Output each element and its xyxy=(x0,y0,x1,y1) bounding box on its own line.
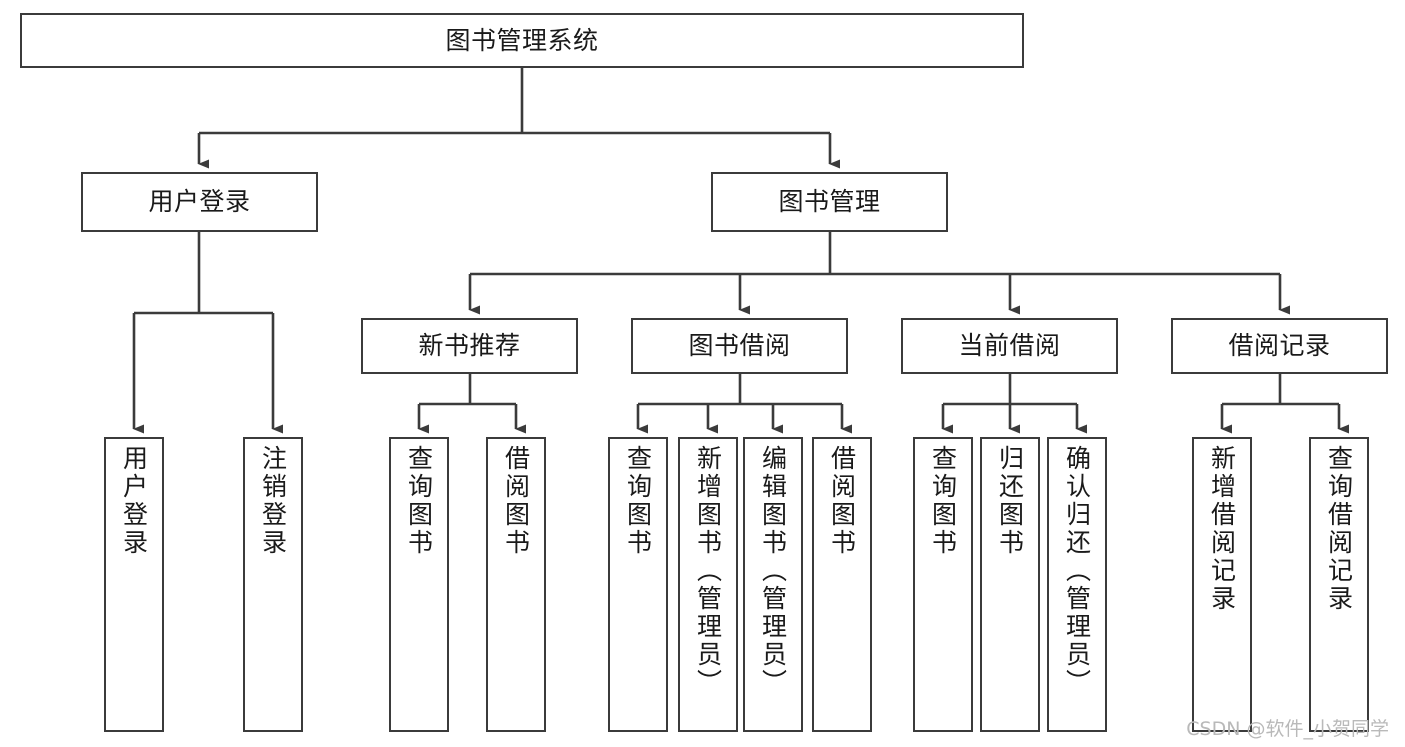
leaf-new-book-query[interactable]: 查询图书 xyxy=(389,437,449,732)
node-label: 图书借阅 xyxy=(688,331,791,360)
node-label: 用户登录 xyxy=(148,187,251,216)
node-new-book-recommend[interactable]: 新书推荐 xyxy=(361,318,578,374)
node-label: 查询图书 xyxy=(928,445,958,557)
node-borrow-record[interactable]: 借阅记录 xyxy=(1171,318,1388,374)
leaf-current-borrow-return[interactable]: 归还图书 xyxy=(980,437,1040,732)
leaf-borrow-record-query[interactable]: 查询借阅记录 xyxy=(1309,437,1369,732)
node-label: 注销登录 xyxy=(258,445,288,557)
node-label: 图书管理 xyxy=(778,187,881,216)
node-label: 查询图书 xyxy=(404,445,434,557)
node-label: 查询借阅记录 xyxy=(1324,445,1354,613)
node-label: 确认归还（管理员） xyxy=(1062,445,1092,697)
node-label: 用户登录 xyxy=(119,445,149,557)
node-book-management[interactable]: 图书管理 xyxy=(711,172,948,232)
leaf-new-book-borrow[interactable]: 借阅图书 xyxy=(486,437,546,732)
node-label: 新增借阅记录 xyxy=(1207,445,1237,613)
node-label: 查询图书 xyxy=(623,445,653,557)
leaf-book-borrow-query[interactable]: 查询图书 xyxy=(608,437,668,732)
node-label: 图书管理系统 xyxy=(445,25,599,55)
leaf-book-borrow-edit[interactable]: 编辑图书（管理员） xyxy=(743,437,803,732)
node-label: 归还图书 xyxy=(995,445,1025,557)
node-label: 新增图书（管理员） xyxy=(693,445,723,697)
watermark: CSDN @软件_小贺同学 xyxy=(1186,718,1389,740)
node-label: 编辑图书（管理员） xyxy=(758,445,788,697)
node-current-borrow[interactable]: 当前借阅 xyxy=(901,318,1118,374)
node-label: 借阅图书 xyxy=(827,445,857,557)
node-user-login[interactable]: 用户登录 xyxy=(81,172,318,232)
node-label: 借阅记录 xyxy=(1228,331,1331,360)
leaf-user-login-login[interactable]: 用户登录 xyxy=(104,437,164,732)
leaf-user-login-logout[interactable]: 注销登录 xyxy=(243,437,303,732)
leaf-borrow-record-add[interactable]: 新增借阅记录 xyxy=(1192,437,1252,732)
node-book-borrow[interactable]: 图书借阅 xyxy=(631,318,848,374)
node-label: 借阅图书 xyxy=(501,445,531,557)
node-label: 新书推荐 xyxy=(418,331,521,360)
node-label: 当前借阅 xyxy=(958,331,1061,360)
node-root-book-management-system[interactable]: 图书管理系统 xyxy=(20,13,1024,68)
leaf-current-borrow-query[interactable]: 查询图书 xyxy=(913,437,973,732)
leaf-book-borrow-borrow[interactable]: 借阅图书 xyxy=(812,437,872,732)
leaf-book-borrow-add[interactable]: 新增图书（管理员） xyxy=(678,437,738,732)
leaf-current-borrow-confirm-return[interactable]: 确认归还（管理员） xyxy=(1047,437,1107,732)
